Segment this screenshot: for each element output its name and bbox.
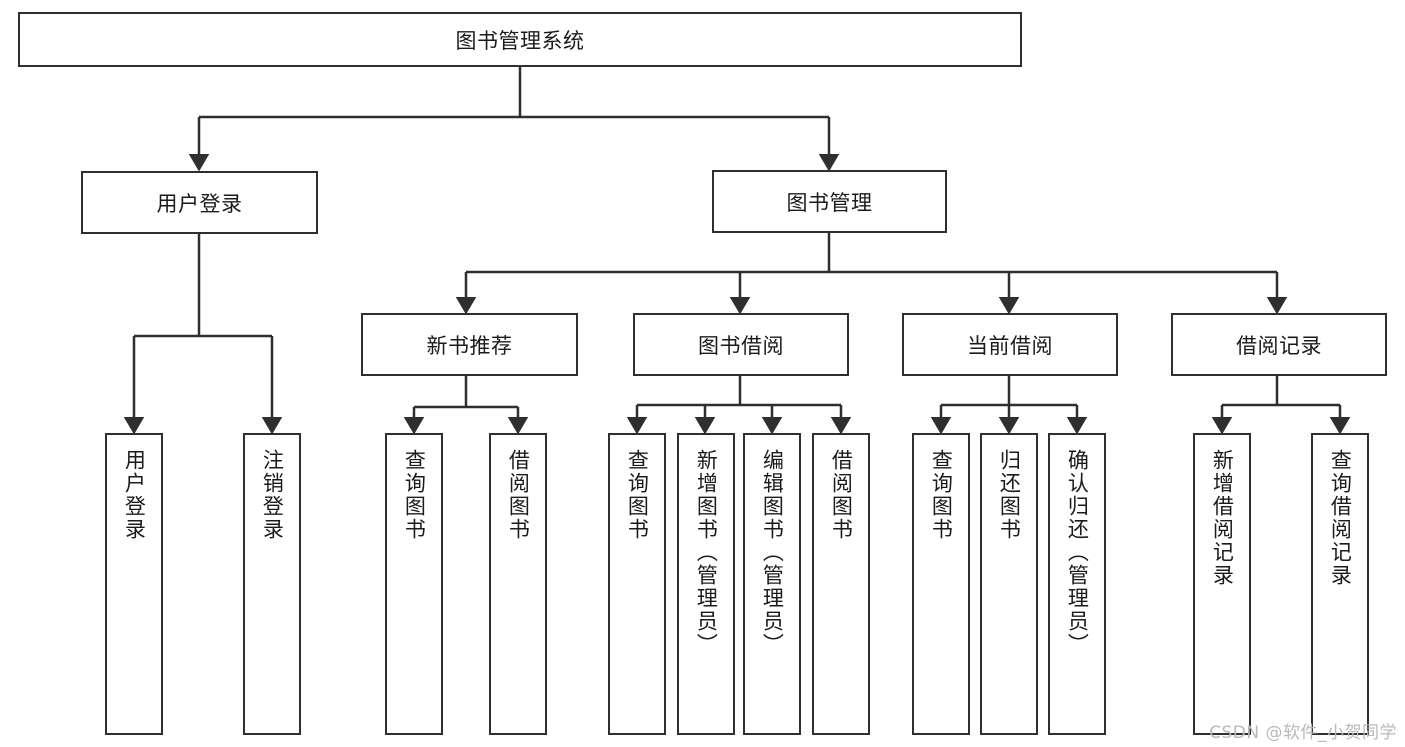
node-leaf-borrow-book[interactable]: 借阅图书: [812, 433, 870, 735]
node-leaf-user-login-label: 用户登录: [122, 449, 147, 541]
node-book-management-label: 图书管理: [786, 190, 873, 215]
node-leaf-query-book-borrow-label: 查询图书: [625, 449, 650, 541]
node-leaf-logout[interactable]: 注销登录: [243, 433, 301, 735]
node-new-book-recommend[interactable]: 新书推荐: [361, 313, 578, 376]
node-leaf-query-book-recommend[interactable]: 查询图书: [385, 433, 443, 735]
node-leaf-edit-book-admin-label: 编辑图书（管理员）: [760, 449, 785, 656]
node-root-label: 图书管理系统: [455, 28, 585, 53]
node-leaf-borrow-book-label: 借阅图书: [829, 449, 854, 541]
node-leaf-confirm-return-admin-label: 确认归还（管理员）: [1065, 449, 1090, 656]
node-leaf-query-book-borrow[interactable]: 查询图书: [608, 433, 666, 735]
node-user-login[interactable]: 用户登录: [81, 171, 318, 234]
node-leaf-return-book-label: 归还图书: [997, 449, 1022, 541]
node-book-borrow-label: 图书借阅: [698, 333, 784, 358]
node-leaf-user-login[interactable]: 用户登录: [105, 433, 163, 735]
node-leaf-query-borrow-record-label: 查询借阅记录: [1328, 449, 1353, 587]
node-leaf-query-book-current-label: 查询图书: [929, 449, 954, 541]
node-leaf-confirm-return-admin[interactable]: 确认归还（管理员）: [1048, 433, 1106, 735]
node-leaf-add-borrow-record[interactable]: 新增借阅记录: [1193, 433, 1251, 735]
node-book-borrow[interactable]: 图书借阅: [633, 313, 849, 376]
node-leaf-return-book[interactable]: 归还图书: [980, 433, 1038, 735]
node-leaf-add-book-admin[interactable]: 新增图书（管理员）: [677, 433, 735, 735]
node-current-borrow[interactable]: 当前借阅: [902, 313, 1118, 376]
node-borrow-record-label: 借阅记录: [1236, 333, 1322, 358]
node-leaf-borrow-book-recommend-label: 借阅图书: [506, 449, 531, 541]
node-leaf-add-borrow-record-label: 新增借阅记录: [1210, 449, 1235, 587]
node-leaf-query-book-current[interactable]: 查询图书: [912, 433, 970, 735]
node-current-borrow-label: 当前借阅: [967, 333, 1053, 358]
node-leaf-borrow-book-recommend[interactable]: 借阅图书: [489, 433, 547, 735]
node-leaf-logout-label: 注销登录: [260, 449, 285, 541]
node-leaf-query-book-recommend-label: 查询图书: [402, 449, 427, 541]
node-book-management[interactable]: 图书管理: [712, 170, 947, 233]
node-leaf-query-borrow-record[interactable]: 查询借阅记录: [1311, 433, 1369, 735]
node-root-book-management-system[interactable]: 图书管理系统: [18, 12, 1022, 67]
node-borrow-record[interactable]: 借阅记录: [1171, 313, 1387, 376]
node-leaf-edit-book-admin[interactable]: 编辑图书（管理员）: [743, 433, 801, 735]
node-new-book-recommend-label: 新书推荐: [426, 333, 513, 358]
node-user-login-label: 用户登录: [156, 191, 243, 216]
node-leaf-add-book-admin-label: 新增图书（管理员）: [694, 449, 719, 656]
